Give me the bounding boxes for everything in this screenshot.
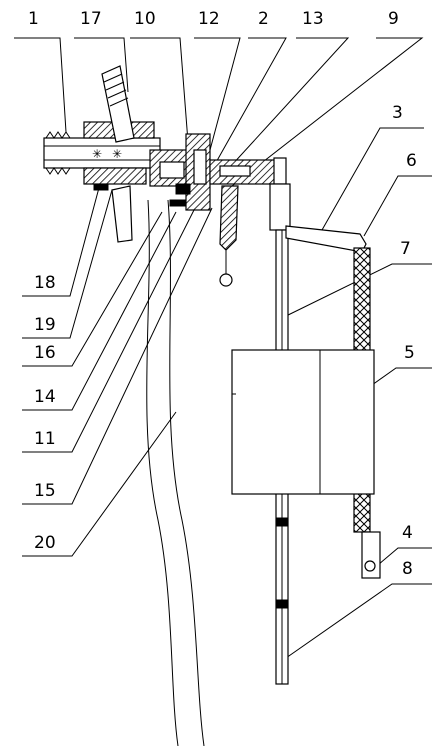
part-label-3: 3 [392, 103, 403, 123]
lower-tube [111, 185, 133, 243]
seal [175, 183, 191, 195]
outlet-nozzle [219, 185, 239, 251]
part-label-18: 18 [34, 273, 56, 293]
part-label-14: 14 [34, 387, 56, 407]
leader-line-7 [281, 263, 432, 319]
part-label-10: 10 [134, 9, 156, 29]
label-group-right: 3 6 7 5 4 8 [281, 103, 432, 659]
part-label-6: 6 [406, 151, 417, 171]
rod-clip [275, 517, 289, 527]
asterisk-mark: ✳ [112, 147, 122, 161]
hose [146, 199, 205, 746]
leader-line-4 [371, 547, 432, 571]
hose-right-edge [167, 199, 205, 746]
leader-line-15 [22, 207, 213, 505]
float [231, 349, 375, 495]
leader-line-19 [22, 189, 113, 339]
part-label-11: 11 [34, 429, 56, 449]
part-label-15: 15 [34, 481, 56, 501]
part-label-19: 19 [34, 315, 56, 335]
piston [193, 149, 207, 185]
label-group-left: 18 19 16 14 11 15 20 [22, 183, 213, 557]
weight-hole [364, 560, 376, 572]
asterisk-mark: ✳ [92, 147, 102, 161]
leader-line-20 [22, 411, 177, 557]
leader-line-9 [231, 37, 424, 187]
leader-line-2 [213, 37, 287, 167]
part-label-13: 13 [302, 9, 324, 29]
part-label-1: 1 [28, 9, 39, 29]
leader-line-3 [321, 127, 424, 231]
part-label-5: 5 [404, 343, 415, 363]
leader-line-17 [74, 37, 129, 93]
arm-channel [219, 165, 251, 177]
leader-line-1 [14, 37, 67, 133]
upper-tube [101, 65, 135, 143]
leader-line-14 [22, 211, 177, 411]
hose-left-edge [146, 199, 179, 746]
valve-body: ✳ ✳ [43, 65, 285, 287]
rod-clip [275, 599, 289, 609]
float-body [231, 349, 375, 495]
part-label-4: 4 [402, 523, 413, 543]
leader-line-13 [219, 37, 350, 179]
part-label-16: 16 [34, 343, 56, 363]
seal-ring [169, 199, 187, 207]
rod-top [273, 157, 287, 185]
leader-line-12 [194, 37, 241, 151]
leader-line-8 [285, 583, 432, 659]
part-label-8: 8 [402, 559, 413, 579]
label-group-top: 1 17 10 12 2 13 9 [14, 9, 424, 187]
washer [93, 183, 109, 191]
leader-line-16 [22, 211, 163, 367]
nozzle-tip [219, 273, 233, 287]
part-label-9: 9 [388, 9, 399, 29]
rod-coupling [269, 183, 291, 231]
lock-nut-bottom [83, 167, 147, 185]
leader-line-11 [22, 209, 195, 453]
part-label-7: 7 [400, 239, 411, 259]
leader-line-6 [363, 175, 432, 237]
leader-line-10 [130, 37, 189, 143]
leader-line-18 [22, 183, 101, 297]
part-label-2: 2 [258, 9, 269, 29]
valve-seat [159, 161, 185, 179]
part-label-12: 12 [198, 9, 220, 29]
part-label-20: 20 [34, 533, 56, 553]
inlet-pipe [43, 137, 161, 169]
part-label-17: 17 [80, 9, 102, 29]
